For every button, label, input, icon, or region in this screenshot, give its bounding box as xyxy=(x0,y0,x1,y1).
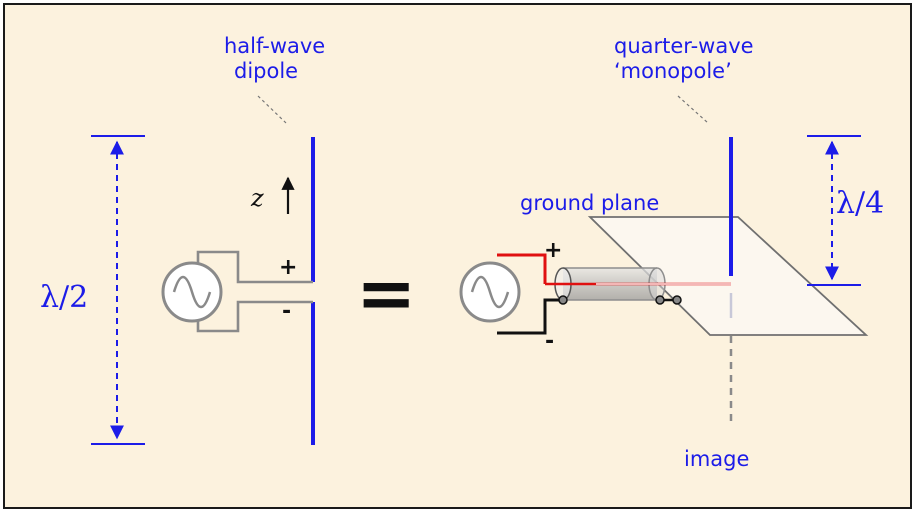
monopole-length-label: λ/4 xyxy=(836,186,884,221)
z-axis-label: z xyxy=(250,184,264,212)
ac-source-icon xyxy=(459,261,521,323)
feed-negative-wire xyxy=(497,298,563,335)
dipole-leader-line xyxy=(257,95,287,124)
connector-dot-icon xyxy=(558,295,682,305)
dipole-length-dimension xyxy=(91,135,145,445)
dipole-feed-line xyxy=(196,250,313,333)
dipole-minus-sign: - xyxy=(282,299,291,324)
ground-plane xyxy=(587,216,869,336)
monopole-title-line1: quarter-wave xyxy=(614,34,754,58)
dipole-plus-sign: + xyxy=(279,255,297,280)
monopole-plus-sign: + xyxy=(544,238,562,263)
ac-source-icon xyxy=(161,261,223,323)
dipole-length-label: λ/2 xyxy=(40,280,88,315)
image-label: image xyxy=(684,447,749,471)
feed-positive-wire xyxy=(497,253,547,284)
ground-plane-label: ground plane xyxy=(520,191,659,215)
equals-sign: = xyxy=(356,251,416,335)
monopole-minus-sign: - xyxy=(545,329,554,354)
monopole-length-dimension xyxy=(807,135,861,286)
monopole-title-line2: ‘monopole’ xyxy=(614,59,732,83)
dipole-title-line2: dipole xyxy=(234,59,298,83)
monopole-leader-line xyxy=(677,95,709,124)
dipole-title-line1: half-wave xyxy=(224,34,325,58)
